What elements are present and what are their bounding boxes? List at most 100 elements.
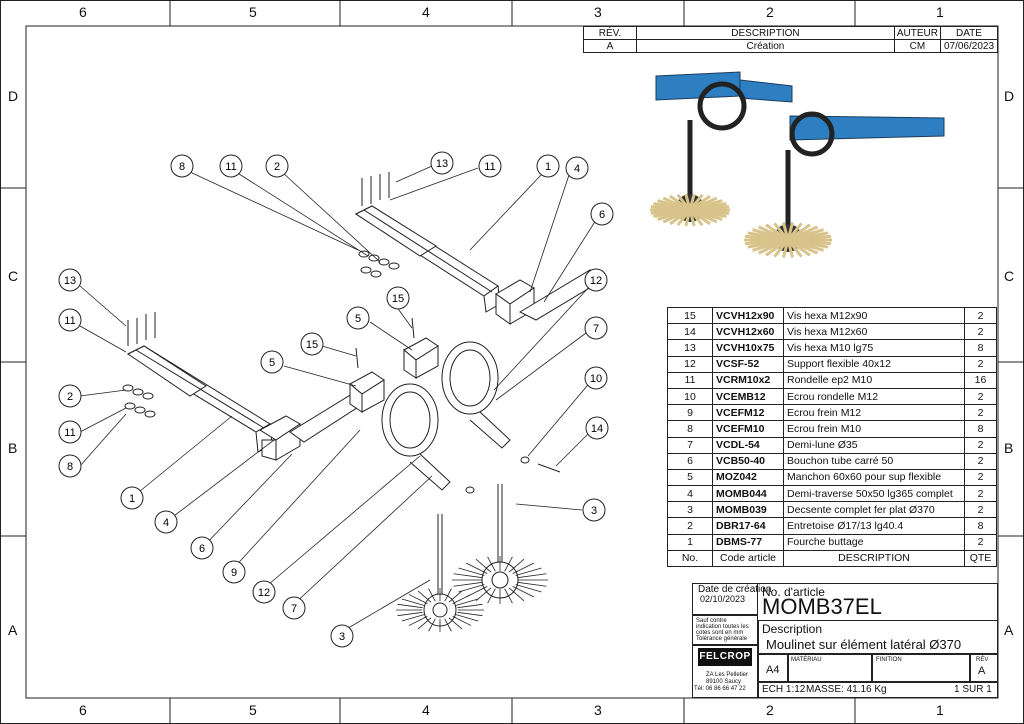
bom-quantity: 16	[964, 371, 997, 389]
bom-quantity: 8	[964, 517, 997, 535]
bom-quantity: 2	[964, 387, 997, 406]
bom-item-number: 13	[667, 339, 713, 357]
date-value: 07/06/2023	[940, 39, 998, 53]
note-line-4: Tolérance générale	[696, 636, 748, 642]
zone-row-d: D	[8, 88, 19, 104]
callout-number: 15	[306, 339, 318, 351]
callout-balloon: 5	[346, 306, 370, 330]
bom-code: VCEMB12	[712, 387, 784, 406]
bom-code: VCB50-40	[712, 452, 784, 470]
bom-item-number: 6	[667, 452, 713, 470]
callout-balloon: 2	[58, 384, 82, 408]
callout-balloon: 6	[590, 202, 614, 226]
bom-item-number: 15	[667, 306, 713, 325]
zone-col-2-bottom: 2	[766, 702, 774, 718]
callout-number: 11	[225, 161, 236, 173]
bom-description: DESCRIPTION	[783, 549, 965, 568]
zone-row-b: B	[8, 440, 18, 456]
callout-balloon: 11	[478, 154, 502, 178]
callout-number: 7	[593, 323, 599, 335]
bom-item-number: 11	[667, 371, 713, 389]
bom-quantity: 2	[964, 404, 997, 422]
zone-col-5-bottom: 5	[249, 702, 257, 718]
callout-number: 1	[129, 493, 135, 505]
description-header: DESCRIPTION	[636, 26, 895, 40]
bom-item-number: 3	[667, 501, 713, 519]
bom-code: VCVH12x90	[712, 306, 784, 325]
callout-balloon: 5	[260, 350, 284, 374]
callout-balloon: 4	[154, 510, 178, 534]
note-line-1: Sauf contre	[696, 618, 727, 624]
bom-item-number: 5	[667, 468, 713, 487]
bom-item-number: 4	[667, 485, 713, 503]
callout-number: 8	[67, 461, 73, 473]
callout-balloon: 7	[584, 316, 608, 340]
callout-number: 8	[179, 161, 185, 173]
rev-value-title: A	[978, 665, 986, 677]
date-header: DATE	[940, 26, 998, 40]
note-line-2: indication toutes les	[696, 624, 749, 630]
callout-balloon: 7	[282, 596, 306, 620]
zone-row-d-right: D	[1004, 88, 1015, 104]
zone-row-a-right: A	[1004, 622, 1014, 638]
callout-balloon: 15	[300, 332, 324, 356]
bom-quantity: 2	[964, 485, 997, 503]
zone-col-6-bottom: 6	[79, 702, 87, 718]
callout-balloon: 14	[585, 416, 609, 440]
callout-number: 6	[199, 543, 205, 555]
bom-description: Bouchon tube carré 50	[783, 452, 965, 470]
bom-code: DBMS-77	[712, 533, 784, 551]
callout-number: 7	[291, 603, 297, 615]
bom-quantity: 8	[964, 339, 997, 357]
company-logo: FELCROP	[698, 648, 752, 666]
bom-code: VCEFM12	[712, 404, 784, 422]
callout-balloon: 8	[170, 154, 194, 178]
zone-col-2: 2	[766, 4, 774, 20]
zone-col-3: 3	[594, 4, 602, 20]
zone-col-6: 6	[79, 4, 87, 20]
callout-balloon: 1	[536, 154, 560, 178]
bom-quantity: 2	[964, 323, 997, 341]
zone-col-4: 4	[422, 4, 430, 20]
bom-code: VCEFM10	[712, 420, 784, 438]
bom-description: Manchon 60x60 pour sup flexible	[783, 468, 965, 487]
mass: MASSE: 41.16 Kg	[806, 684, 887, 695]
bom-quantity: 2	[964, 306, 997, 325]
bom-code: VCRM10x2	[712, 371, 784, 389]
bom-item-number: No.	[667, 549, 713, 568]
rotor-tines	[396, 556, 548, 632]
bom-description: Fourche buttage	[783, 533, 965, 551]
callout-number: 14	[591, 423, 603, 435]
callout-number: 1	[545, 161, 551, 173]
callout-balloon: 9	[222, 560, 246, 584]
zone-col-1: 1	[936, 4, 944, 20]
callout-balloon: 10	[584, 366, 608, 390]
revision-row: A Création CM 07/06/2023	[583, 39, 998, 53]
callout-number: 11	[64, 315, 75, 327]
bom-code: MOMB039	[712, 501, 784, 519]
description-text: Moulinet sur élément latéral Ø370	[766, 637, 962, 652]
callout-balloon: 15	[386, 286, 410, 310]
callout-number: 5	[355, 313, 361, 325]
bom-item-number: 8	[667, 420, 713, 438]
callout-number: 2	[274, 161, 280, 173]
rev-header: RÉV.	[583, 26, 637, 40]
callout-balloon: 4	[565, 156, 589, 180]
callout-balloon: 3	[330, 624, 354, 648]
creation-date: 02/10/2023	[700, 594, 746, 604]
callout-balloon: 3	[582, 498, 606, 522]
callout-balloon: 6	[190, 536, 214, 560]
bom-quantity: 2	[964, 452, 997, 470]
bom-description: Support flexible 40x12	[783, 355, 965, 373]
